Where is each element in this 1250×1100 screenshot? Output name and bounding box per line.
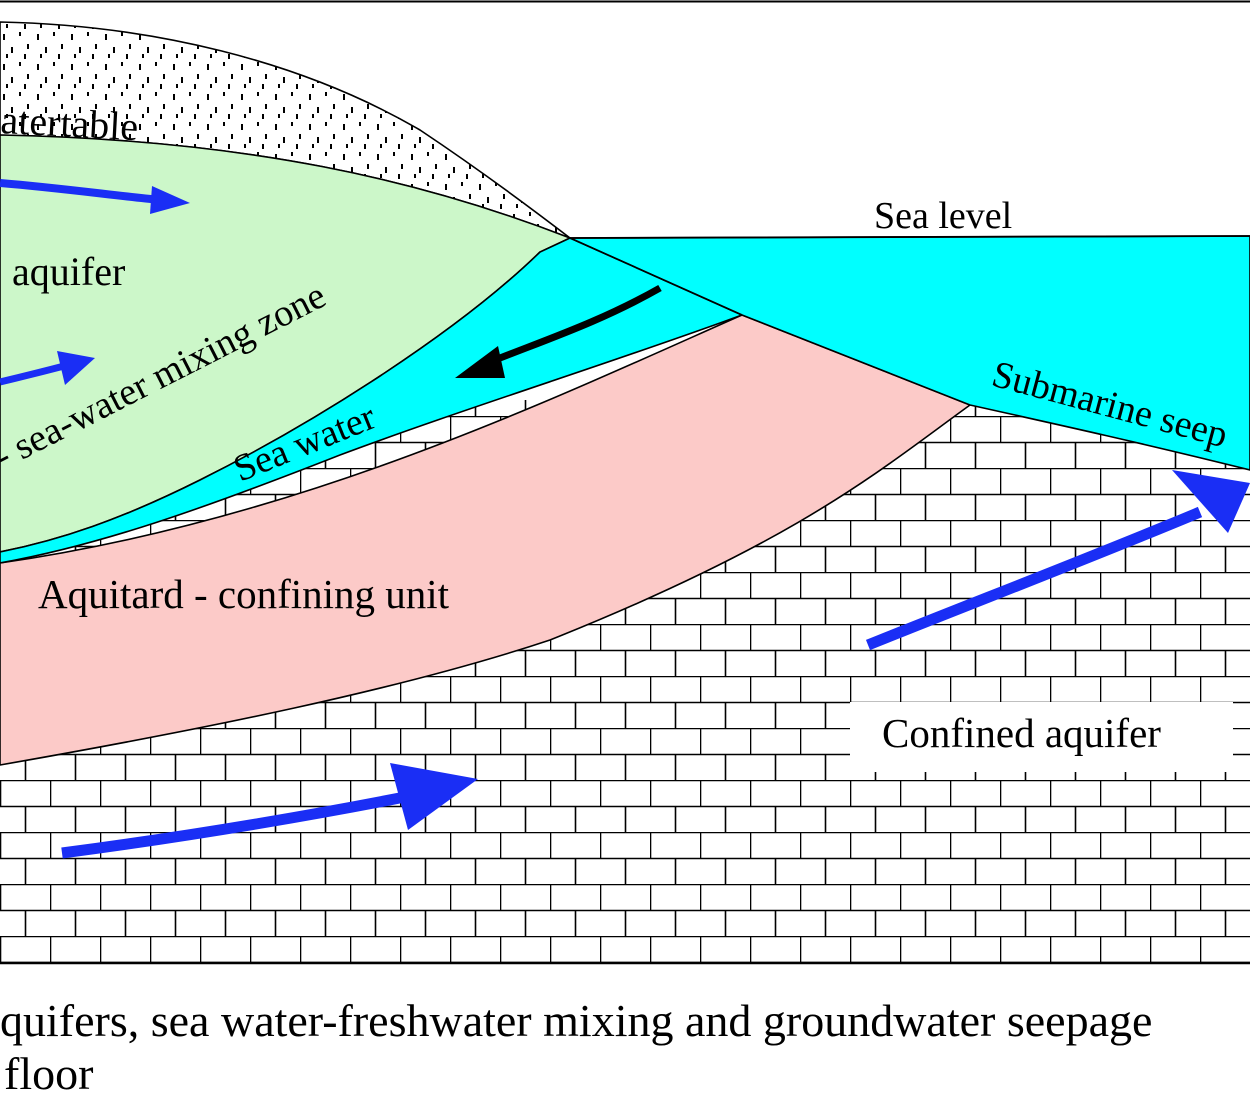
confined-flow-arrow-lower [61, 763, 478, 859]
confined-aquifer-label: Confined aquifer [882, 710, 1161, 756]
sea-level-label: Sea level [874, 195, 1012, 237]
sea-zone [569, 235, 1250, 471]
seawater-intrusion-arrow [455, 284, 662, 378]
aquitard-zone [0, 314, 972, 766]
submarine-seepage-flow-arrow [865, 470, 1250, 651]
unconfined-aquifer-label: . aquifer [0, 249, 125, 294]
sea-level-line [569, 235, 1250, 239]
sea-water-wedge-zone [0, 237, 745, 564]
freshwater-flow-arrow-middle [0, 351, 95, 386]
confined-aquifer-label-bg [850, 702, 1233, 772]
figure-caption-line-2: floor [4, 1048, 94, 1099]
freshwater-interface-line [569, 237, 743, 316]
aquitard-label: Aquitard - confining unit [38, 571, 450, 617]
water-table-label: atertable [0, 97, 139, 149]
freshwater-flow-arrow-upper [0, 179, 190, 214]
figure-caption-line-1: quifers, sea water-freshwater mixing and… [0, 995, 1153, 1046]
